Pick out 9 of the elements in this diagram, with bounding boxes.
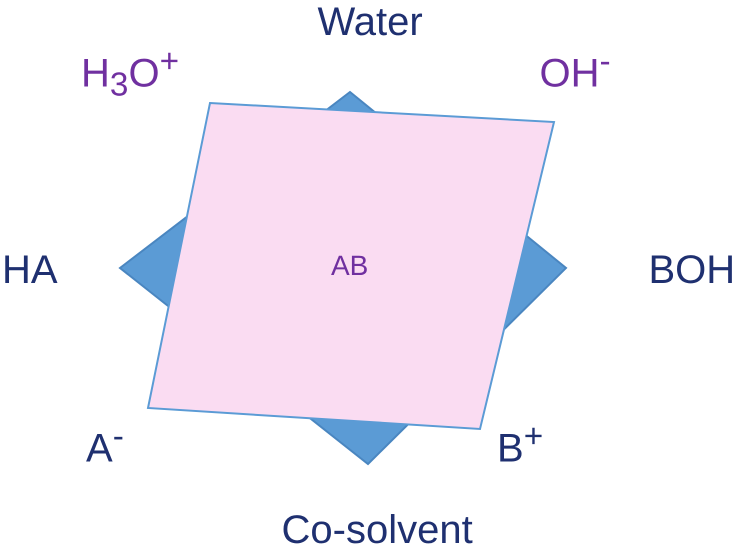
ion-label: OH$^{-}$ bbox=[540, 42, 611, 96]
ion-label: H$_{3}$O$^{+}$ bbox=[81, 42, 180, 106]
vertex-label: Water bbox=[318, 0, 423, 44]
vertex-label: BOH bbox=[648, 248, 736, 292]
vertex-label: HA bbox=[2, 248, 58, 292]
ion-label: B$^{+}$ bbox=[497, 417, 544, 470]
region-label: AB bbox=[331, 250, 368, 282]
vertex-label: Co-solvent bbox=[282, 508, 473, 552]
ion-label: A$^{-}$ bbox=[86, 417, 124, 470]
